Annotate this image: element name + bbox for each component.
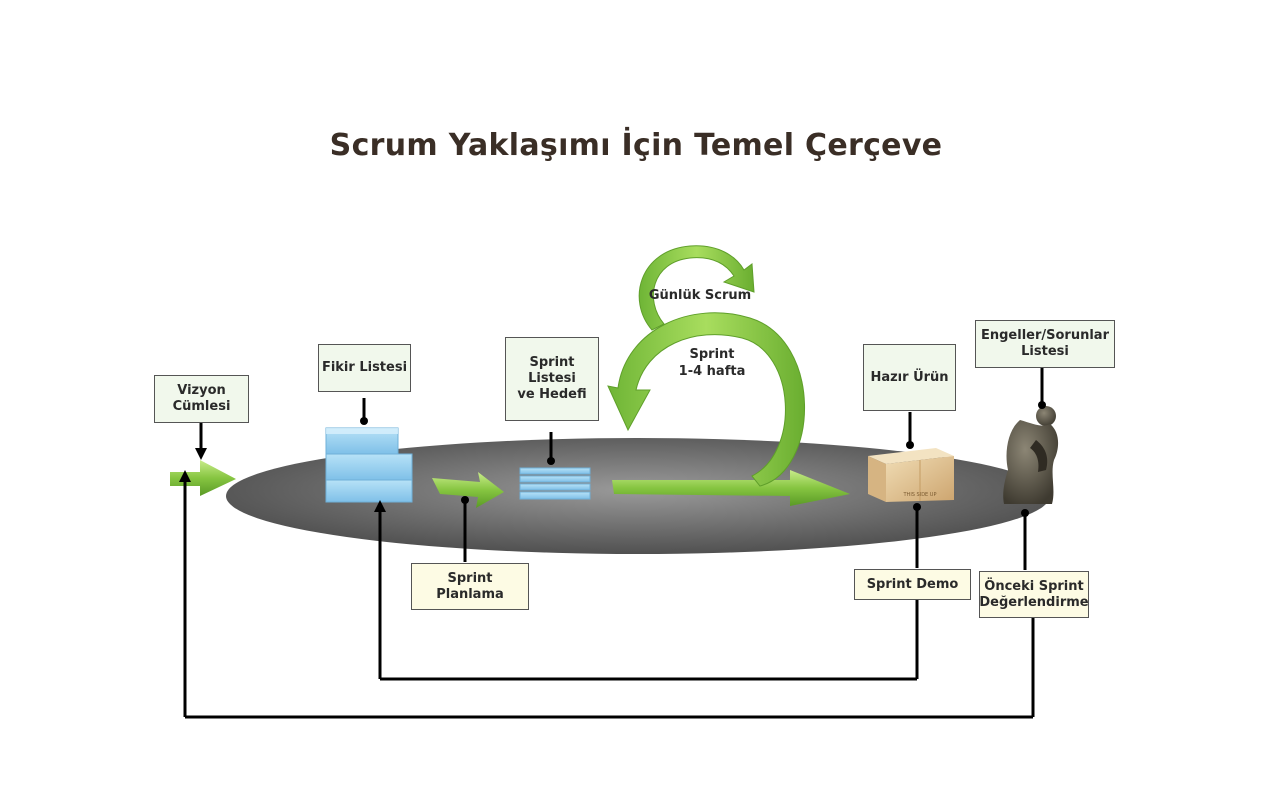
page-title: Scrum Yaklaşımı İçin Temel Çerçeve — [329, 128, 943, 163]
sprint-demo-box: Sprint Demo — [854, 569, 971, 600]
sprint-retrospective-box: Önceki Sprint Değerlendirme — [979, 571, 1089, 618]
vision-statement-box: Vizyon Cümlesi — [154, 375, 249, 423]
sprint-planning-box: Sprint Planlama — [411, 563, 529, 610]
product-box-icon: THIS SIDE UP — [868, 448, 954, 502]
vision-arrow-icon — [170, 460, 236, 496]
platform-ellipse — [226, 438, 1050, 554]
backlog-stack-icon — [325, 427, 413, 503]
done-product-box: Hazır Ürün — [863, 344, 956, 411]
connector-dots — [360, 401, 1046, 517]
sprint-loop-arrow-icon — [607, 245, 850, 506]
impediments-list-box: Engeller/Sorunlar Listesi — [975, 320, 1115, 368]
sprint-backlog-stack-icon — [519, 467, 591, 500]
thinker-statue-icon — [1003, 406, 1059, 504]
connector-arrowheads — [179, 448, 386, 512]
sprint-backlog-box: Sprint Listesi ve Hedefi — [505, 337, 599, 421]
daily-scrum-label: Günlük Scrum — [648, 288, 752, 303]
product-backlog-box: Fikir Listesi — [318, 344, 411, 392]
sprint-duration-label: Sprint 1-4 hafta — [678, 347, 746, 379]
connector-lines — [183, 368, 1044, 719]
box-stamp: THIS SIDE UP — [903, 492, 937, 498]
planning-arrow-icon — [432, 472, 504, 508]
